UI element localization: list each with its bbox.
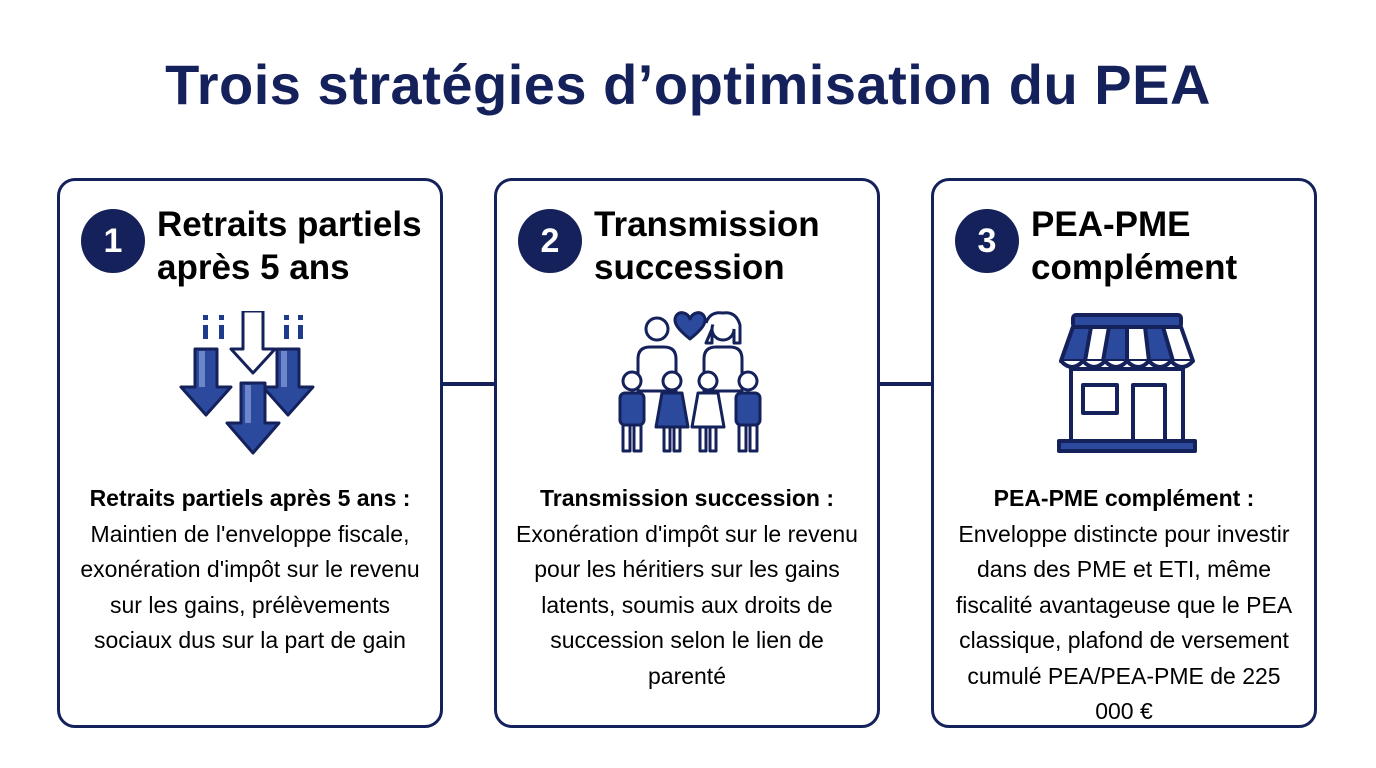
card-title-line: Transmission: [594, 205, 820, 244]
card-description: Retraits partiels après 5 ans : Maintien…: [72, 481, 428, 659]
card-title: Transmission succession: [594, 203, 874, 289]
step-number-badge: 2: [518, 209, 582, 273]
card-title-line: Retraits partiels: [157, 205, 422, 244]
description-lead: PEA-PME complément :: [993, 485, 1255, 511]
card-description: PEA-PME complément : Enveloppe distincte…: [946, 481, 1302, 730]
description-body: Enveloppe distincte pour investir dans d…: [955, 520, 1293, 725]
card-title: PEA-PME complément: [1031, 203, 1311, 289]
description-lead: Retraits partiels après 5 ans :: [89, 485, 411, 511]
strategy-card-succession: 2 Transmission succession: [494, 178, 880, 728]
description-body: Exonération d'impôt sur le revenu pour l…: [516, 520, 858, 689]
card-title: Retraits partiels après 5 ans: [157, 203, 437, 289]
step-number-badge: 3: [955, 209, 1019, 273]
storefront-icon: [1057, 313, 1197, 453]
description-body: Maintien de l'enveloppe fiscale, exonéra…: [80, 520, 420, 654]
page-title: Trois stratégies d’optimisation du PEA: [165, 53, 1211, 116]
card-title-line: complément: [1031, 248, 1238, 287]
card-title-line: PEA-PME: [1031, 205, 1191, 244]
down-arrows-icon: [179, 311, 315, 455]
card-title-line: après 5 ans: [157, 248, 350, 287]
card-description: Transmission succession : Exonération d'…: [509, 481, 865, 694]
strategy-card-pea-pme: 3 PEA-PME complément PEA-PME complément …: [931, 178, 1317, 728]
description-lead: Transmission succession :: [539, 485, 834, 511]
strategy-card-withdrawals: 1 Retraits partiels après 5 ans Ret: [57, 178, 443, 728]
step-number-badge: 1: [81, 209, 145, 273]
family-heart-icon: [618, 311, 762, 453]
card-title-line: succession: [594, 248, 785, 287]
